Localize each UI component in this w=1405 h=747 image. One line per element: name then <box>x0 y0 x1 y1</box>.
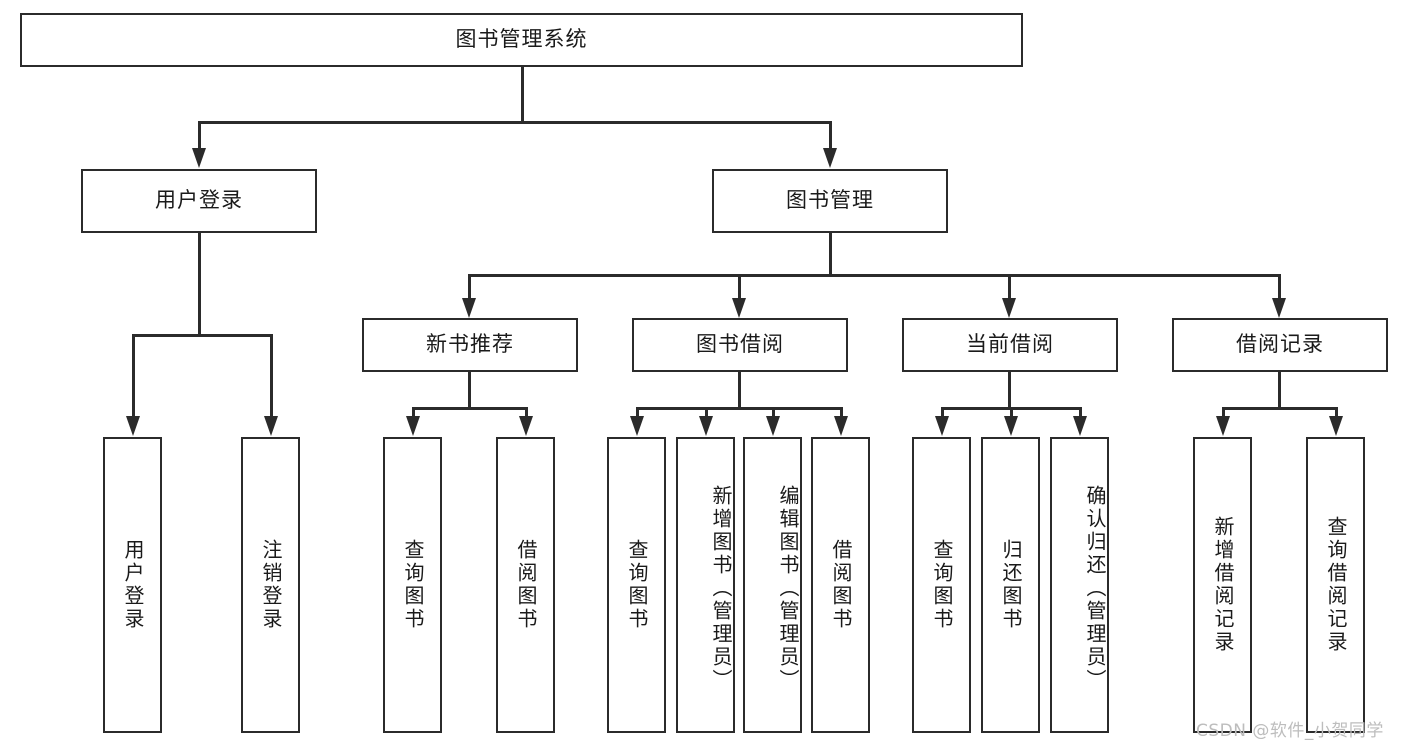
arrow-to-book-manage <box>823 148 837 168</box>
node-label: 图书管理 <box>786 188 874 213</box>
arrow-to-leaf-borrow-book-2 <box>834 416 848 436</box>
node-label: 确认归还（管理员） <box>1083 484 1107 692</box>
node-label: 借阅图书 <box>514 539 538 631</box>
arrow-to-leaf-add-book-admin <box>699 416 713 436</box>
arrow-to-user-login <box>192 148 206 168</box>
node-label: 当前借阅 <box>966 332 1054 357</box>
leaf-node-edit-book-admin[interactable]: 编辑图书（管理员） <box>743 437 802 733</box>
node-user-login[interactable]: 用户登录 <box>81 169 317 233</box>
connector-current-borrow-leaf1 <box>941 407 944 418</box>
leaf-node-query-book-2[interactable]: 查询图书 <box>607 437 666 733</box>
node-current-borrow[interactable]: 当前借阅 <box>902 318 1118 372</box>
arrow-to-leaf-logout-login <box>264 416 278 436</box>
connector-root-to-user-login <box>198 121 201 149</box>
arrow-to-leaf-borrow-book-1 <box>519 416 533 436</box>
connector-to-book-borrow <box>738 274 741 299</box>
arrow-to-leaf-query-book-2 <box>630 416 644 436</box>
connector-book-borrow-leaf4 <box>840 407 843 418</box>
node-label: 用户登录 <box>155 188 243 213</box>
connector-book-manage-bus <box>468 274 1280 277</box>
connector-book-borrow-leaf2 <box>705 407 708 418</box>
connector-user-login-bus <box>132 334 272 337</box>
connector-new-book-trunk <box>468 372 471 408</box>
connector-to-new-book-recommend <box>468 274 471 299</box>
node-book-management-system[interactable]: 图书管理系统 <box>20 13 1023 67</box>
node-label: 新增图书（管理员） <box>709 484 733 692</box>
leaf-node-confirm-return-admin[interactable]: 确认归还（管理员） <box>1050 437 1109 733</box>
node-label: 查询图书 <box>625 539 649 631</box>
node-borrow-record[interactable]: 借阅记录 <box>1172 318 1388 372</box>
connector-root-bus <box>198 121 832 124</box>
node-label: 归还图书 <box>999 539 1023 631</box>
connector-book-borrow-trunk <box>738 372 741 408</box>
connector-user-login-leaf1 <box>132 334 135 417</box>
leaf-node-query-book-1[interactable]: 查询图书 <box>383 437 442 733</box>
connector-borrow-record-leaf2 <box>1335 407 1338 418</box>
connector-user-login-leaf2 <box>270 334 273 417</box>
arrow-to-leaf-return-book <box>1004 416 1018 436</box>
connector-root-to-book-manage <box>829 121 832 149</box>
node-label: 查询图书 <box>401 539 425 631</box>
node-label: 编辑图书（管理员） <box>776 484 800 692</box>
connector-new-book-leaf2 <box>525 407 528 418</box>
node-label: 新书推荐 <box>426 332 514 357</box>
connector-book-borrow-bus <box>636 407 842 410</box>
node-book-management[interactable]: 图书管理 <box>712 169 948 233</box>
arrow-to-leaf-query-book-1 <box>406 416 420 436</box>
node-label: 查询借阅记录 <box>1324 516 1348 654</box>
connector-borrow-record-leaf1 <box>1222 407 1225 418</box>
node-book-borrow[interactable]: 图书借阅 <box>632 318 848 372</box>
node-label: 图书借阅 <box>696 332 784 357</box>
arrow-to-leaf-user-login <box>126 416 140 436</box>
node-label: 借阅记录 <box>1236 332 1324 357</box>
connector-borrow-record-trunk <box>1278 372 1281 408</box>
arrow-to-new-book-recommend <box>462 298 476 318</box>
node-label: 图书管理系统 <box>455 27 588 52</box>
arrow-to-leaf-query-borrow-record <box>1329 416 1343 436</box>
leaf-node-add-book-admin[interactable]: 新增图书（管理员） <box>676 437 735 733</box>
leaf-node-borrow-book-2[interactable]: 借阅图书 <box>811 437 870 733</box>
connector-current-borrow-trunk <box>1008 372 1011 408</box>
node-label: 查询图书 <box>930 539 954 631</box>
connector-book-borrow-leaf1 <box>636 407 639 418</box>
node-label: 借阅图书 <box>829 539 853 631</box>
arrow-to-borrow-record <box>1272 298 1286 318</box>
arrow-to-leaf-add-borrow-record <box>1216 416 1230 436</box>
leaf-node-query-book-3[interactable]: 查询图书 <box>912 437 971 733</box>
connector-current-borrow-leaf2 <box>1010 407 1013 418</box>
node-label: 新增借阅记录 <box>1211 516 1235 654</box>
connector-book-manage-trunk <box>829 233 832 275</box>
connector-borrow-record-bus <box>1222 407 1337 410</box>
arrow-to-book-borrow <box>732 298 746 318</box>
connector-root-trunk <box>521 67 524 123</box>
leaf-node-return-book[interactable]: 归还图书 <box>981 437 1040 733</box>
connector-to-borrow-record <box>1278 274 1281 299</box>
arrow-to-current-borrow <box>1002 298 1016 318</box>
leaf-node-user-login[interactable]: 用户登录 <box>103 437 162 733</box>
leaf-node-borrow-book-1[interactable]: 借阅图书 <box>496 437 555 733</box>
connector-current-borrow-leaf3 <box>1079 407 1082 418</box>
connector-new-book-leaf1 <box>412 407 415 418</box>
arrow-to-leaf-query-book-3 <box>935 416 949 436</box>
connector-to-current-borrow <box>1008 274 1011 299</box>
node-label: 用户登录 <box>121 539 145 631</box>
node-label: 注销登录 <box>259 539 283 631</box>
leaf-node-logout-login[interactable]: 注销登录 <box>241 437 300 733</box>
connector-book-borrow-leaf3 <box>772 407 775 418</box>
node-new-book-recommend[interactable]: 新书推荐 <box>362 318 578 372</box>
connector-user-login-trunk <box>198 233 201 335</box>
arrow-to-leaf-edit-book-admin <box>766 416 780 436</box>
leaf-node-query-borrow-record[interactable]: 查询借阅记录 <box>1306 437 1365 733</box>
leaf-node-add-borrow-record[interactable]: 新增借阅记录 <box>1193 437 1252 733</box>
connector-new-book-bus <box>412 407 527 410</box>
arrow-to-leaf-confirm-return-admin <box>1073 416 1087 436</box>
